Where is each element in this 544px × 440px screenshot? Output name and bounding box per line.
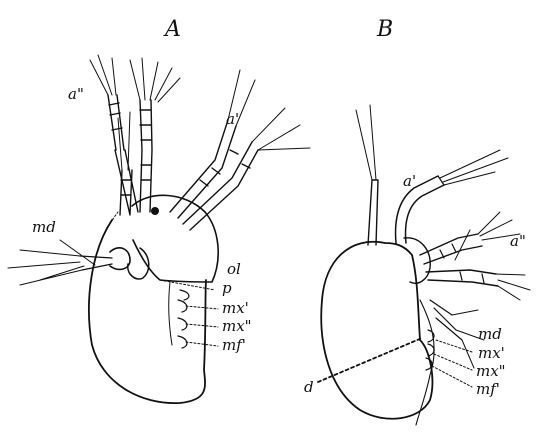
panel-a-label-mx2: mx"	[222, 317, 252, 335]
panel-a-head-outline	[132, 195, 218, 282]
panel-b-d-leader	[318, 338, 422, 382]
panel-a-label-a2: a"	[68, 85, 84, 103]
panel-b-label-md: md	[478, 325, 502, 343]
panel-b-antenna-2	[420, 212, 530, 300]
panel-a-ventral-appendages	[178, 290, 189, 348]
panel-b-title: B	[376, 17, 393, 42]
panel-b-leader-lines	[432, 340, 472, 387]
panel-a-eye	[151, 207, 159, 215]
panel-a-label-mf1: mf'	[222, 336, 246, 354]
panel-b-label-a1: a'	[403, 172, 416, 190]
panel-b-label-mx2: mx"	[476, 362, 506, 380]
panel-b-appendages	[426, 300, 484, 370]
panel-a-antenna-1	[170, 70, 310, 230]
panel-a-label-md: md	[32, 218, 56, 236]
panel-a-shading	[95, 212, 118, 260]
panel-b-antenna-1	[356, 105, 508, 245]
panel-b-label-a2: a"	[510, 232, 526, 250]
panel-b-label-mx1: mx'	[478, 344, 505, 362]
panel-a-antenna-2	[90, 55, 180, 215]
panel-b-label-mf1: mf'	[476, 380, 500, 398]
panel-b-body-outline	[321, 242, 432, 419]
panel-a-label-ol: ol	[227, 260, 241, 278]
panel-a-body-outline	[89, 220, 206, 403]
panel-a-mandible	[8, 240, 130, 285]
panel-a-title: A	[163, 17, 181, 42]
panel-a-label-a1: a'	[226, 110, 239, 128]
panel-b-label-d: d	[304, 378, 314, 396]
panel-b: B	[304, 17, 530, 425]
panel-a: A	[8, 17, 310, 403]
panel-b-head-outline	[404, 238, 430, 283]
panel-a-label-p: p	[222, 279, 232, 297]
panel-a-ventral-line	[169, 282, 172, 345]
panel-a-label-mx1: mx'	[222, 299, 249, 317]
